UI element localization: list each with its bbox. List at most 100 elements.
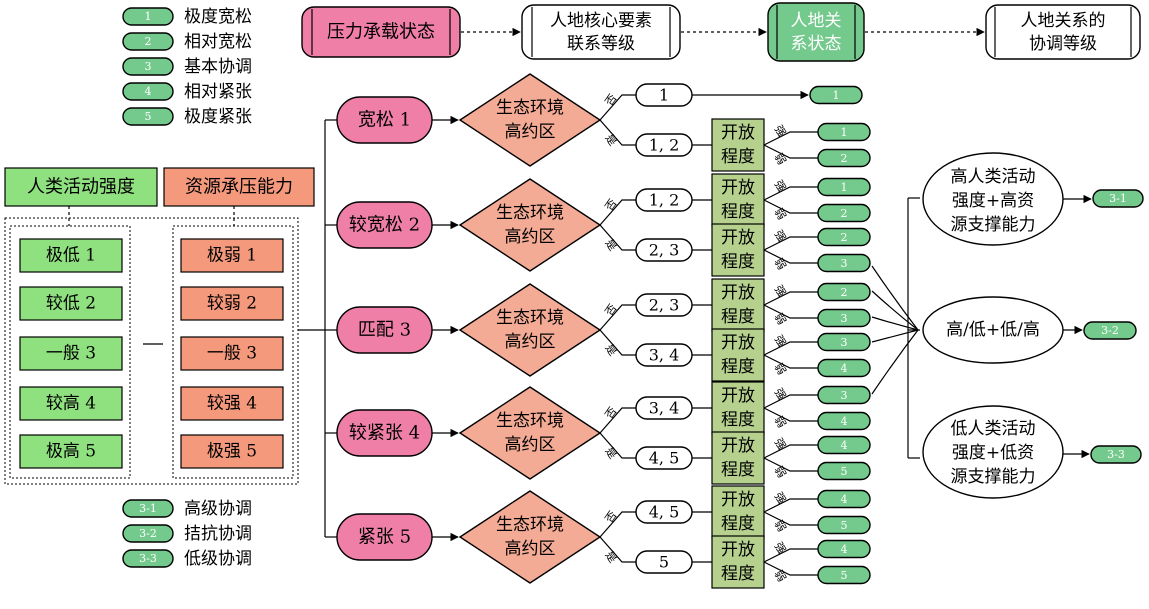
eco-diamond: [458, 283, 602, 377]
result-pill-label: 4: [841, 439, 848, 452]
outcome-text: 低级协调: [184, 549, 252, 569]
openness-label: 开放: [721, 178, 755, 198]
value-label: 2, 3: [649, 241, 680, 260]
strong-label: 强: [772, 123, 789, 139]
openness-label: 开放: [721, 228, 755, 248]
result-pill: [817, 358, 871, 378]
branch-no-label: 否: [603, 302, 620, 318]
final-code: 3-3: [1107, 448, 1125, 461]
result-pill: [817, 148, 871, 168]
resource-item: 极强 5: [207, 442, 257, 462]
result-pill: [817, 282, 871, 302]
result-pill-label: 1: [841, 181, 848, 194]
resource-item: 一般 3: [207, 344, 257, 364]
legend-num: 5: [145, 110, 152, 123]
result-pill-label: 3: [841, 312, 848, 325]
final-line: 强度+高资: [952, 191, 1034, 211]
human-item: 较高 4: [46, 394, 96, 414]
final-line: 低人类活动: [951, 419, 1036, 439]
eco-label: 高约区: [505, 122, 556, 142]
openness-label: 程度: [721, 564, 755, 584]
result-pill: [817, 203, 871, 223]
strong-label: 强: [772, 228, 789, 244]
openness-label: 开放: [721, 436, 755, 456]
weak-label: 弱: [772, 464, 789, 480]
result-pill-label: 2: [841, 152, 848, 165]
value-label: 4, 5: [649, 503, 680, 522]
human-activity-title: 人类活动强度: [27, 177, 135, 198]
result-pill-label: 4: [841, 415, 848, 428]
eco-diamond: [458, 73, 602, 167]
flow-box-coordination: [985, 4, 1141, 60]
openness-label: 程度: [721, 307, 755, 327]
top-flow: 压力承载状态 人地核心要素 联系等级 人地关 系状态 人地关系的 协调等级: [301, 2, 1141, 62]
openness-label: 开放: [721, 540, 755, 560]
result-pill: [817, 253, 871, 273]
strong-label: 强: [772, 333, 789, 349]
final-node: [922, 405, 1064, 499]
result-pill: [817, 515, 871, 535]
openness-box: [711, 118, 765, 172]
value-label: 1, 2: [649, 136, 680, 155]
value-label: 3, 4: [649, 399, 680, 418]
result-pill-label: 1: [841, 126, 848, 139]
resource-capacity-title: 资源承压能力: [185, 177, 293, 198]
human-items: 极低 1 较低 2 一般 3 较高 4 极高 5: [19, 238, 123, 469]
value-label: 1, 2: [649, 191, 680, 210]
weak-label: 弱: [772, 151, 789, 167]
result-pill: [809, 85, 863, 105]
weak-label: 弱: [772, 414, 789, 430]
result-pill-label: 2: [841, 286, 848, 299]
result-pill: [817, 177, 871, 197]
legend-num: 4: [145, 85, 152, 98]
human-activity-title-box: [4, 167, 158, 207]
legend-num: 1: [145, 10, 152, 23]
value-label: 3, 4: [649, 346, 680, 365]
eco-label: 生态环境: [496, 203, 564, 223]
result-pill: [817, 565, 871, 585]
openness-label: 开放: [721, 333, 755, 353]
final-line: 源支撑能力: [951, 215, 1036, 235]
openness-label: 开放: [721, 283, 755, 303]
result-pill: [817, 461, 871, 481]
branch-yes-label: 是: [603, 445, 620, 461]
openness-label: 程度: [721, 147, 755, 167]
final-code: 3-2: [1101, 324, 1119, 337]
resource-item: 较强 4: [207, 394, 257, 414]
openness-box: [711, 223, 765, 277]
branch-no-label: 否: [603, 405, 620, 421]
outcome-code: 3-1: [139, 502, 157, 515]
eco-label: 高约区: [505, 332, 556, 352]
value-label: 5: [659, 553, 669, 572]
flow-box-linkage-line1: 人地核心要素: [550, 11, 652, 31]
legend-item: 4 相对紧张: [122, 82, 252, 102]
strong-label: 强: [772, 490, 789, 506]
strong-label: 强: [772, 386, 789, 402]
branch-yes-label: 是: [603, 549, 620, 565]
legend-num: 3: [145, 60, 152, 73]
openness-label: 程度: [721, 202, 755, 222]
eco-label: 生态环境: [496, 98, 564, 118]
result-pill-label: 3: [841, 336, 848, 349]
result-pill-label: 4: [841, 543, 848, 556]
legend-item: 3 基本协调: [122, 57, 252, 77]
strong-label: 强: [772, 283, 789, 299]
flow-box-linkage-line2: 联系等级: [567, 34, 635, 54]
legend-text: 极度紧张: [184, 107, 252, 127]
flow-box-state-line1: 人地关: [791, 11, 842, 31]
openness-box: [711, 328, 765, 382]
openness-label: 开放: [721, 386, 755, 406]
branch-no-label: 否: [603, 197, 620, 213]
branch-no-label: 否: [603, 509, 620, 525]
state-label: 较宽松 2: [349, 215, 420, 236]
weak-label: 弱: [772, 361, 789, 377]
legend-item: 2 相对宽松: [122, 32, 252, 52]
left-outer-frame: [4, 217, 299, 485]
outcome-code: 3-2: [139, 527, 157, 540]
openness-label: 开放: [721, 123, 755, 143]
weak-label: 弱: [772, 568, 789, 584]
